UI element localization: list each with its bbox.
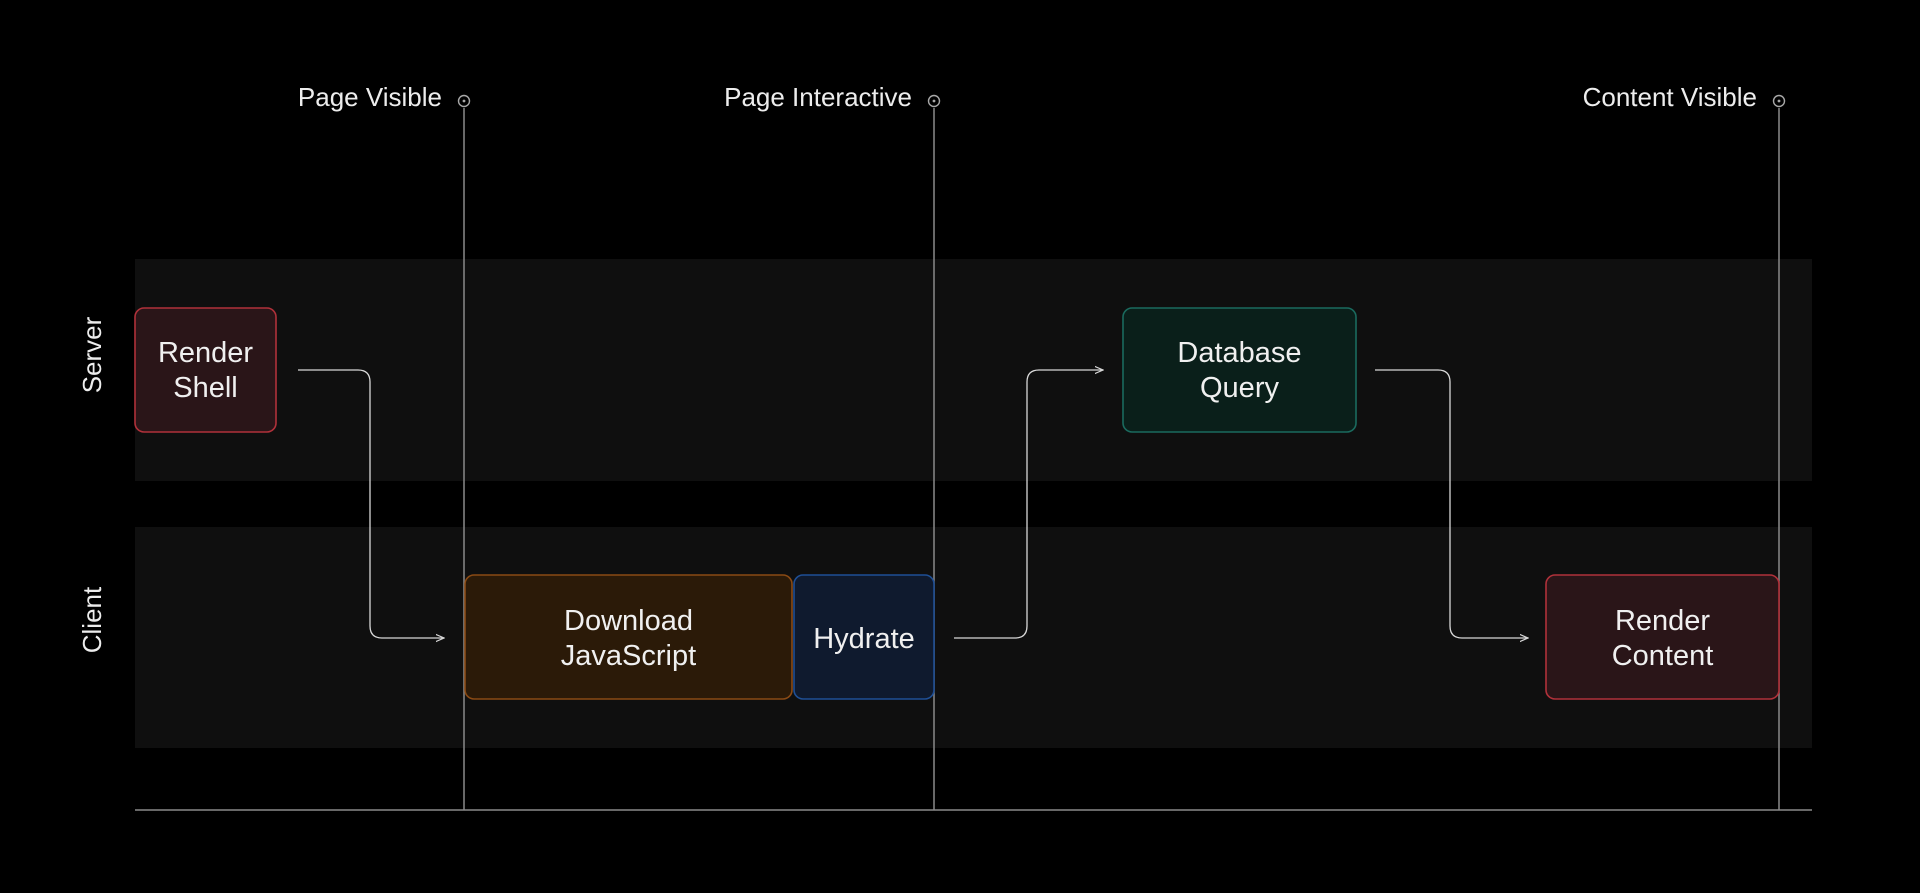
connector-hydrate-to-database (954, 370, 1103, 639)
server-lane (135, 259, 1812, 481)
step-box (1545, 574, 1780, 700)
connector-render-shell-to-download (298, 369, 444, 638)
milestone-label-content-visible: Content Visible (1583, 82, 1757, 112)
step-label: JavaScript (561, 640, 696, 672)
milestone-marker-dot-icon (932, 99, 936, 103)
step-label: Database (1177, 337, 1301, 369)
milestone-marker-dot-icon (462, 99, 466, 103)
step-download-javascript: Download JavaScript (464, 574, 793, 700)
milestone-marker-icon (927, 94, 941, 108)
milestone-label-page-interactive: Page Interactive (724, 82, 912, 112)
step-render-shell: Render Shell (134, 307, 277, 433)
step-label: Content (1612, 640, 1714, 672)
server-lane-label: Server (77, 316, 107, 393)
client-lane-label: Client (77, 586, 107, 653)
step-box (793, 574, 935, 700)
step-hydrate: Hydrate (793, 574, 935, 700)
milestone-page-visible: Page Visible (298, 82, 471, 810)
milestone-label-page-visible: Page Visible (298, 82, 442, 112)
step-box (464, 574, 793, 700)
step-label: Render (1615, 605, 1710, 637)
connector-database-to-render-content (1375, 369, 1528, 638)
step-label: Shell (173, 372, 238, 404)
milestone-marker-icon (457, 94, 471, 108)
step-label: Render (158, 337, 253, 369)
step-box (1122, 307, 1357, 433)
step-label: Query (1200, 372, 1279, 404)
step-label: Download (564, 605, 693, 637)
step-database-query: Database Query (1122, 307, 1357, 433)
step-label: Hydrate (813, 623, 915, 655)
step-box (134, 307, 277, 433)
milestone-marker-dot-icon (1777, 99, 1781, 103)
step-render-content: Render Content (1545, 574, 1780, 700)
milestone-marker-icon (1772, 94, 1786, 108)
